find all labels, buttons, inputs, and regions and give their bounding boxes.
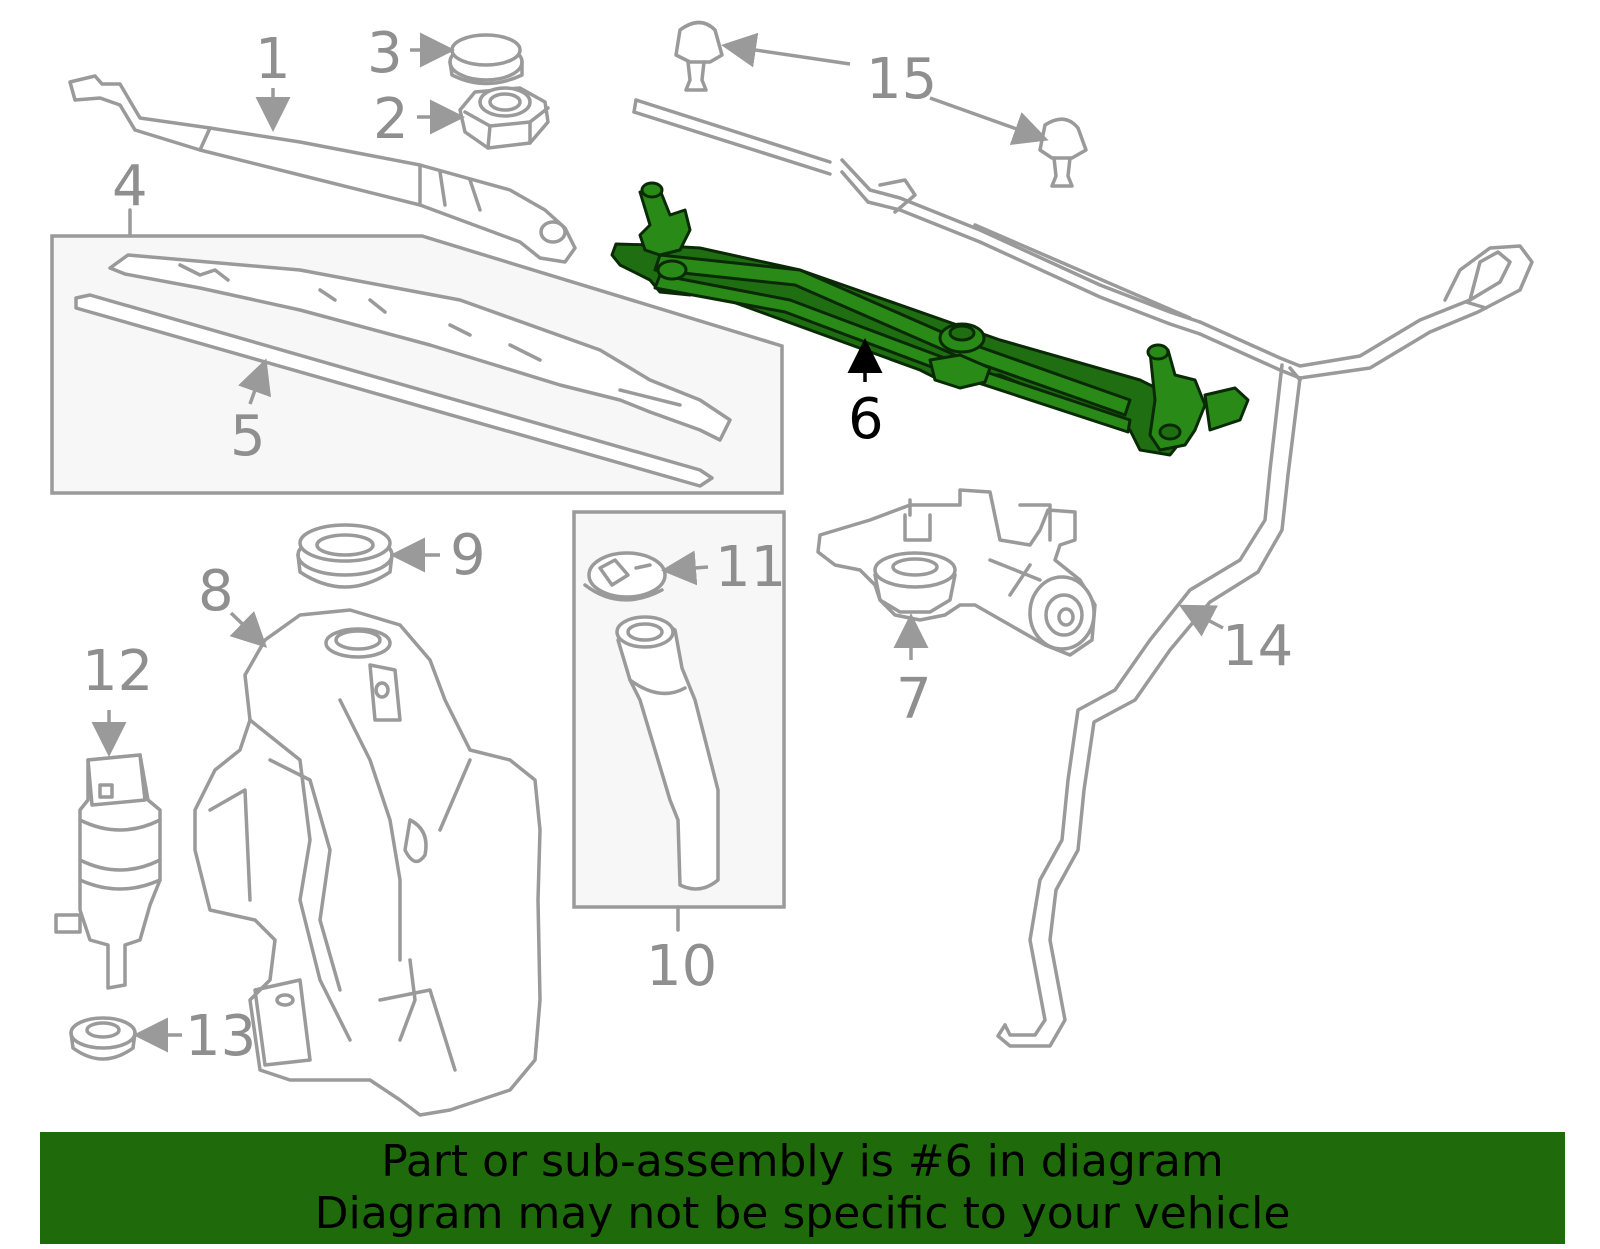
callout-3: 3: [367, 21, 403, 86]
washer-hose-upper: [632, 98, 1202, 336]
part-5-blade-insert: [74, 293, 714, 488]
callout-14: 14: [1222, 614, 1293, 679]
callout-12: 12: [82, 639, 153, 704]
group-box-4-5: [50, 234, 784, 495]
callout-13: 13: [185, 1004, 256, 1069]
part-15-nozzles: [674, 20, 1088, 188]
part-11-cap: [583, 551, 667, 602]
part-8-reservoir: [193, 608, 542, 1117]
banner-line-2: Diagram may not be specific to your vehi…: [314, 1188, 1291, 1239]
callout-4: 4: [112, 154, 148, 219]
part-7-wiper-motor: [816, 488, 1097, 657]
part-2-nut: [458, 86, 550, 150]
part-12-pump: [54, 753, 162, 990]
callout-5: 5: [230, 404, 266, 469]
part-6-wiper-linkage: [610, 181, 1250, 457]
callout-15: 15: [866, 47, 937, 112]
callout-1: 1: [255, 27, 291, 92]
callout-7: 7: [896, 667, 932, 732]
part-14-washer-hose: [996, 244, 1534, 1048]
banner-line-1: Part or sub-assembly is #6 in diagram: [381, 1136, 1224, 1187]
part-4-wiper-blade: [108, 253, 732, 442]
part-10-filler-neck: [615, 615, 720, 891]
part-1-wiper-arm: [68, 74, 577, 264]
callout-2: 2: [373, 87, 409, 152]
info-banner: Part or sub-assembly is #6 in diagram Di…: [40, 1132, 1565, 1244]
part-3-cap: [448, 33, 524, 86]
callout-arrows: [91, 32, 1224, 1053]
callout-9: 9: [450, 523, 486, 588]
callout-8: 8: [198, 559, 234, 624]
part-9-grommet: [296, 523, 394, 589]
callout-11: 11: [715, 535, 786, 600]
callout-6: 6: [848, 387, 884, 452]
part-13-grommet: [69, 1016, 137, 1061]
callout-10: 10: [646, 934, 717, 999]
